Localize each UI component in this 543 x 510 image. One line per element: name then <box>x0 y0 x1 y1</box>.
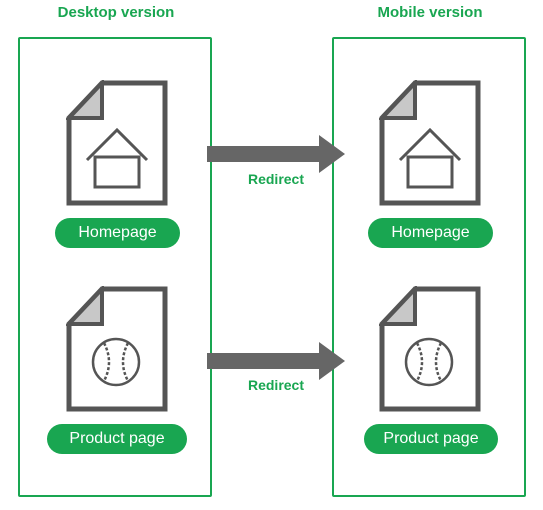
mobile-product-document-icon <box>379 286 481 412</box>
desktop-version-title: Desktop version <box>57 4 175 21</box>
mobile-version-title: Mobile version <box>377 4 483 21</box>
mobile-panel <box>332 37 526 497</box>
house-icon <box>85 127 149 189</box>
redirect-arrow-icon <box>207 342 345 380</box>
desktop-homepage-label: Homepage <box>55 218 180 248</box>
house-icon <box>398 127 462 189</box>
redirect-label-bottom: Redirect <box>247 377 305 393</box>
mobile-product-page-label: Product page <box>364 424 498 454</box>
baseball-icon <box>91 337 141 387</box>
desktop-panel <box>18 37 212 497</box>
baseball-icon <box>404 337 454 387</box>
mobile-homepage-document-icon <box>379 80 481 206</box>
desktop-product-page-label: Product page <box>47 424 187 454</box>
desktop-homepage-document-icon <box>66 80 168 206</box>
redirect-label-top: Redirect <box>247 171 305 187</box>
mobile-homepage-label: Homepage <box>368 218 493 248</box>
desktop-product-document-icon <box>66 286 168 412</box>
redirect-arrow-icon <box>207 135 345 173</box>
